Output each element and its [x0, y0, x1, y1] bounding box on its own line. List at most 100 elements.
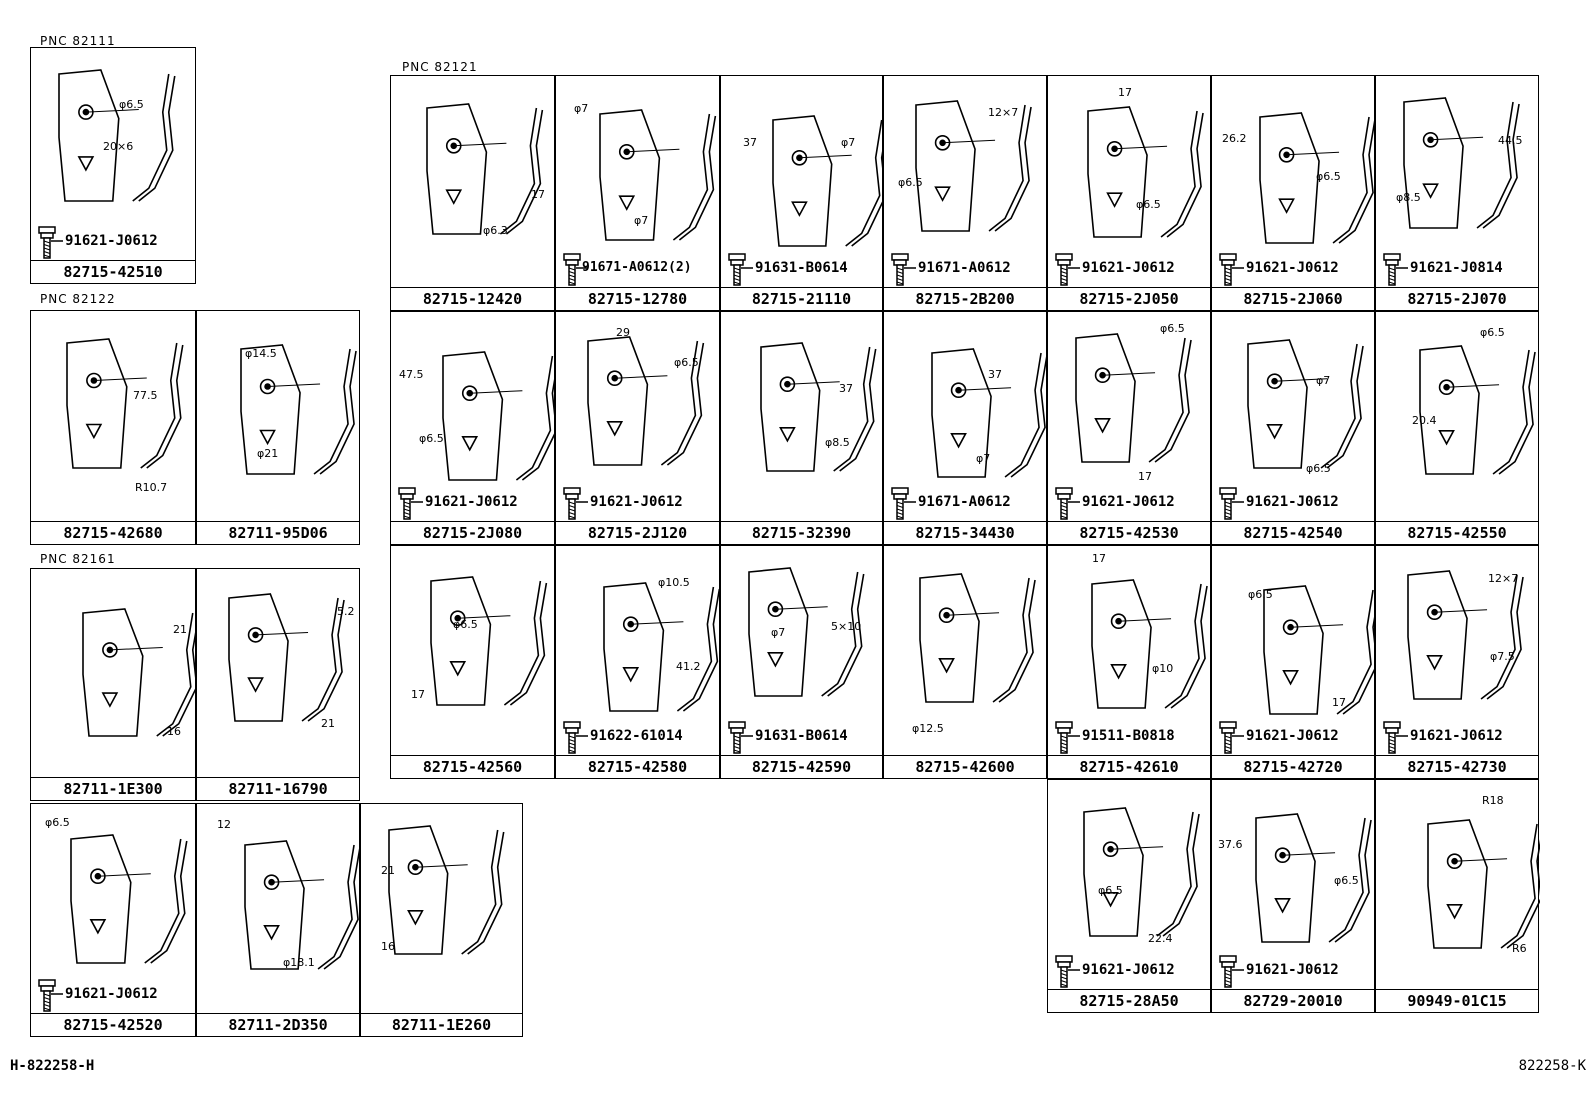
- part-number[interactable]: 82715-42730: [1376, 755, 1538, 778]
- dimension-label: 17: [1092, 552, 1106, 565]
- part-number[interactable]: 82715-42510: [31, 260, 195, 283]
- part-number[interactable]: 82715-32390: [721, 521, 882, 544]
- part-number[interactable]: 82715-34430: [884, 521, 1046, 544]
- part-number[interactable]: 82715-42560: [391, 755, 554, 778]
- part-number[interactable]: 82715-12420: [391, 287, 554, 310]
- dimension-label: φ14.5: [245, 347, 277, 360]
- dimension-label: φ6.5: [1098, 884, 1123, 897]
- part-illustration: [1383, 570, 1524, 754]
- pnc-label: PNC 82122: [40, 292, 116, 306]
- part-number[interactable]: 82715-21110: [721, 287, 882, 310]
- bolt-icon: [563, 487, 588, 520]
- part-number[interactable]: 82715-42610: [1048, 755, 1210, 778]
- part-number[interactable]: 82715-42720: [1212, 755, 1374, 778]
- part-number[interactable]: 82715-2J070: [1376, 287, 1538, 310]
- dimension-label: 37: [839, 382, 853, 395]
- dimension-label: φ7: [841, 136, 856, 149]
- part-illustration: [563, 582, 721, 754]
- bracket-drawing: [1091, 579, 1208, 709]
- bolt-part-number: 91621-J0612: [65, 233, 158, 249]
- pnc-label: PNC 82121: [402, 60, 478, 74]
- part-number[interactable]: 82715-42580: [556, 755, 719, 778]
- bolt-icon: [1055, 955, 1080, 988]
- part-number[interactable]: 82715-42600: [884, 755, 1046, 778]
- bracket-drawing: [426, 103, 544, 235]
- dimension-label: φ7: [771, 626, 786, 639]
- part-number[interactable]: 82715-42530: [1048, 521, 1210, 544]
- part-number[interactable]: 82715-2B200: [884, 287, 1046, 310]
- bracket-drawing: [772, 115, 884, 247]
- dimension-label: 20.4: [1412, 414, 1437, 427]
- dimension-label: φ7.5: [1490, 650, 1515, 663]
- bracket-drawing: [748, 567, 865, 697]
- part-number[interactable]: 82715-12780: [556, 287, 719, 310]
- bolt-icon: [38, 979, 63, 1012]
- part-illustration: [1219, 339, 1364, 520]
- bolt-part-number: 91621-J0612: [1082, 494, 1175, 510]
- dimension-label: 12: [217, 818, 231, 831]
- bracket-drawing: [1075, 333, 1192, 463]
- bolt-icon: [891, 253, 916, 286]
- bolt-part-number: 91621-J0612: [1082, 260, 1175, 276]
- part-number[interactable]: 82715-42590: [721, 755, 882, 778]
- part-number[interactable]: 82711-1E260: [361, 1013, 522, 1036]
- part-number[interactable]: 82715-42540: [1212, 521, 1374, 544]
- part-number[interactable]: 82715-42550: [1376, 521, 1538, 544]
- part-number[interactable]: 82711-2D350: [197, 1013, 359, 1036]
- dimension-label: 5.2: [337, 605, 355, 618]
- bracket-drawing: [599, 109, 717, 241]
- dimension-label: 17: [1332, 696, 1346, 709]
- part-illustration: [1427, 819, 1540, 949]
- dimension-label: φ7: [1316, 374, 1331, 387]
- part-number[interactable]: 82729-20010: [1212, 989, 1374, 1012]
- bolt-part-number: 91621-J0612: [1246, 494, 1339, 510]
- dimension-label: 29: [616, 326, 630, 339]
- part-number[interactable]: 82715-42680: [31, 521, 195, 544]
- bolt-part-number: 91621-J0612: [1246, 260, 1339, 276]
- part-number[interactable]: 82711-95D06: [197, 521, 359, 544]
- dimension-label: 21: [381, 864, 395, 877]
- part-illustration: [1219, 112, 1376, 286]
- bolt-icon: [1219, 955, 1244, 988]
- dimension-label: 26.2: [1222, 132, 1247, 145]
- part-number[interactable]: 82711-16790: [197, 777, 359, 800]
- part-number[interactable]: 82715-2J080: [391, 521, 554, 544]
- bolt-part-number: 91621-J0612: [1410, 728, 1503, 744]
- pnc-label: PNC 82161: [40, 552, 116, 566]
- part-illustration: [1219, 813, 1372, 988]
- part-illustration: [228, 593, 345, 722]
- dimension-label: R10.7: [135, 481, 168, 494]
- part-illustration: [244, 840, 361, 970]
- bolt-part-number: 91631-B0614: [755, 260, 848, 276]
- bracket-drawing: [228, 593, 345, 722]
- bolt-icon: [1383, 721, 1408, 754]
- part-illustration: [891, 348, 1048, 520]
- part-number[interactable]: 82715-2J050: [1048, 287, 1210, 310]
- bracket-drawing: [915, 100, 1032, 232]
- part-number[interactable]: 82711-1E300: [31, 777, 195, 800]
- bolt-part-number: 91621-J0612: [65, 986, 158, 1002]
- part-number[interactable]: 82715-2J120: [556, 521, 719, 544]
- dimension-label: φ12.5: [912, 722, 944, 735]
- part-number[interactable]: 82715-42520: [31, 1013, 195, 1036]
- part-number[interactable]: 82715-28A50: [1048, 989, 1210, 1012]
- bolt-icon: [1055, 253, 1080, 286]
- dimension-label: φ6.5: [419, 432, 444, 445]
- dimension-label: φ8.5: [1396, 191, 1421, 204]
- bolt-icon: [1219, 721, 1244, 754]
- part-number[interactable]: 90949-01C15: [1376, 989, 1538, 1012]
- bolt-part-number: 91621-J0612: [1246, 728, 1339, 744]
- part-number[interactable]: 82715-2J060: [1212, 287, 1374, 310]
